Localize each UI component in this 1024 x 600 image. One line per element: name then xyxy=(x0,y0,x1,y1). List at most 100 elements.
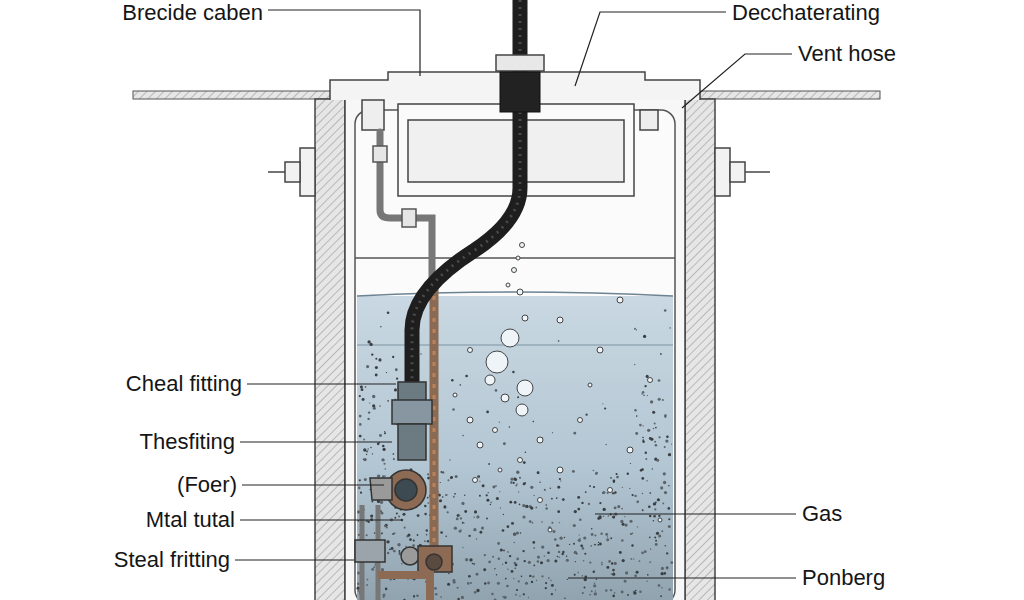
sediment xyxy=(610,589,612,591)
sediment xyxy=(516,589,518,591)
sediment xyxy=(605,444,607,446)
sediment xyxy=(494,598,497,600)
sediment xyxy=(629,520,632,523)
sediment xyxy=(484,582,486,584)
bubbles xyxy=(498,468,502,472)
sediment xyxy=(368,521,370,523)
sediment xyxy=(591,533,594,536)
bubbles xyxy=(537,437,543,443)
bubbles xyxy=(501,394,509,402)
sediment xyxy=(446,494,448,496)
sediment xyxy=(564,598,566,600)
sediment xyxy=(402,513,405,516)
sediment xyxy=(384,525,386,527)
sediment xyxy=(375,366,378,369)
bubbles xyxy=(617,297,623,303)
sediment xyxy=(548,577,550,579)
sediment xyxy=(378,358,381,361)
sediment xyxy=(380,326,381,327)
part-label: (Foer) xyxy=(175,472,239,497)
sediment xyxy=(479,481,480,482)
sediment xyxy=(454,527,457,530)
sediment xyxy=(582,547,585,550)
sediment xyxy=(424,540,426,542)
sediment xyxy=(487,582,490,585)
sediment xyxy=(387,311,390,314)
sediment xyxy=(591,590,593,592)
sediment xyxy=(503,442,506,445)
sediment xyxy=(516,531,519,534)
sediment xyxy=(445,536,447,538)
sediment xyxy=(558,551,560,553)
sediment xyxy=(581,502,583,504)
sediment xyxy=(495,389,498,392)
sediment xyxy=(525,582,528,585)
sediment xyxy=(533,495,534,496)
sediment xyxy=(573,432,576,435)
sediment xyxy=(659,436,661,438)
sediment xyxy=(473,528,476,531)
sediment xyxy=(589,561,591,563)
sediment xyxy=(637,526,638,527)
sediment xyxy=(614,562,617,565)
sediment xyxy=(654,537,656,539)
bubbles xyxy=(588,383,592,387)
sediment xyxy=(559,537,562,540)
sediment xyxy=(459,384,461,386)
sediment xyxy=(513,542,515,544)
sediment xyxy=(590,545,592,547)
sediment xyxy=(424,513,427,516)
sediment xyxy=(636,415,638,417)
sediment xyxy=(528,561,531,564)
sediment xyxy=(554,538,557,541)
sediment xyxy=(366,534,368,536)
sediment xyxy=(668,525,671,528)
sediment xyxy=(461,502,464,505)
water xyxy=(357,296,673,600)
sediment xyxy=(556,497,557,498)
sediment xyxy=(512,371,514,373)
sediment xyxy=(496,497,499,500)
bubbles xyxy=(485,375,495,385)
sediment xyxy=(641,551,644,554)
sediment xyxy=(530,486,533,489)
sediment xyxy=(462,503,463,504)
sediment xyxy=(413,540,415,542)
sediment xyxy=(545,507,547,509)
sediment xyxy=(624,516,625,517)
sediment xyxy=(476,538,478,540)
sediment xyxy=(533,564,535,566)
sediment xyxy=(550,488,551,489)
sediment xyxy=(643,394,645,396)
sediment xyxy=(442,496,444,498)
sediment xyxy=(360,386,363,389)
inner-tank xyxy=(355,257,675,259)
sediment xyxy=(610,537,612,539)
sediment xyxy=(401,563,403,565)
vent-pipe xyxy=(380,132,432,285)
lid xyxy=(640,110,658,130)
sediment xyxy=(562,498,565,501)
sediment xyxy=(440,482,441,483)
sediment xyxy=(652,468,653,469)
sediment xyxy=(601,564,603,566)
bubbles xyxy=(477,442,483,448)
sediment xyxy=(465,375,468,378)
sediment xyxy=(635,590,637,592)
fittings xyxy=(401,547,419,565)
sediment xyxy=(513,578,514,579)
sediment xyxy=(464,510,467,513)
sediment xyxy=(604,407,606,409)
sediment xyxy=(668,588,670,590)
sediment xyxy=(634,409,636,411)
sediment xyxy=(498,558,501,561)
bubbles xyxy=(597,347,603,353)
sediment xyxy=(366,450,368,452)
sediment xyxy=(625,524,628,527)
sediment xyxy=(367,579,369,581)
sediment xyxy=(661,530,663,532)
sediment xyxy=(499,422,500,423)
bubbles xyxy=(578,418,583,423)
sediment xyxy=(496,574,497,575)
part-label: Decchaterating xyxy=(730,0,882,25)
